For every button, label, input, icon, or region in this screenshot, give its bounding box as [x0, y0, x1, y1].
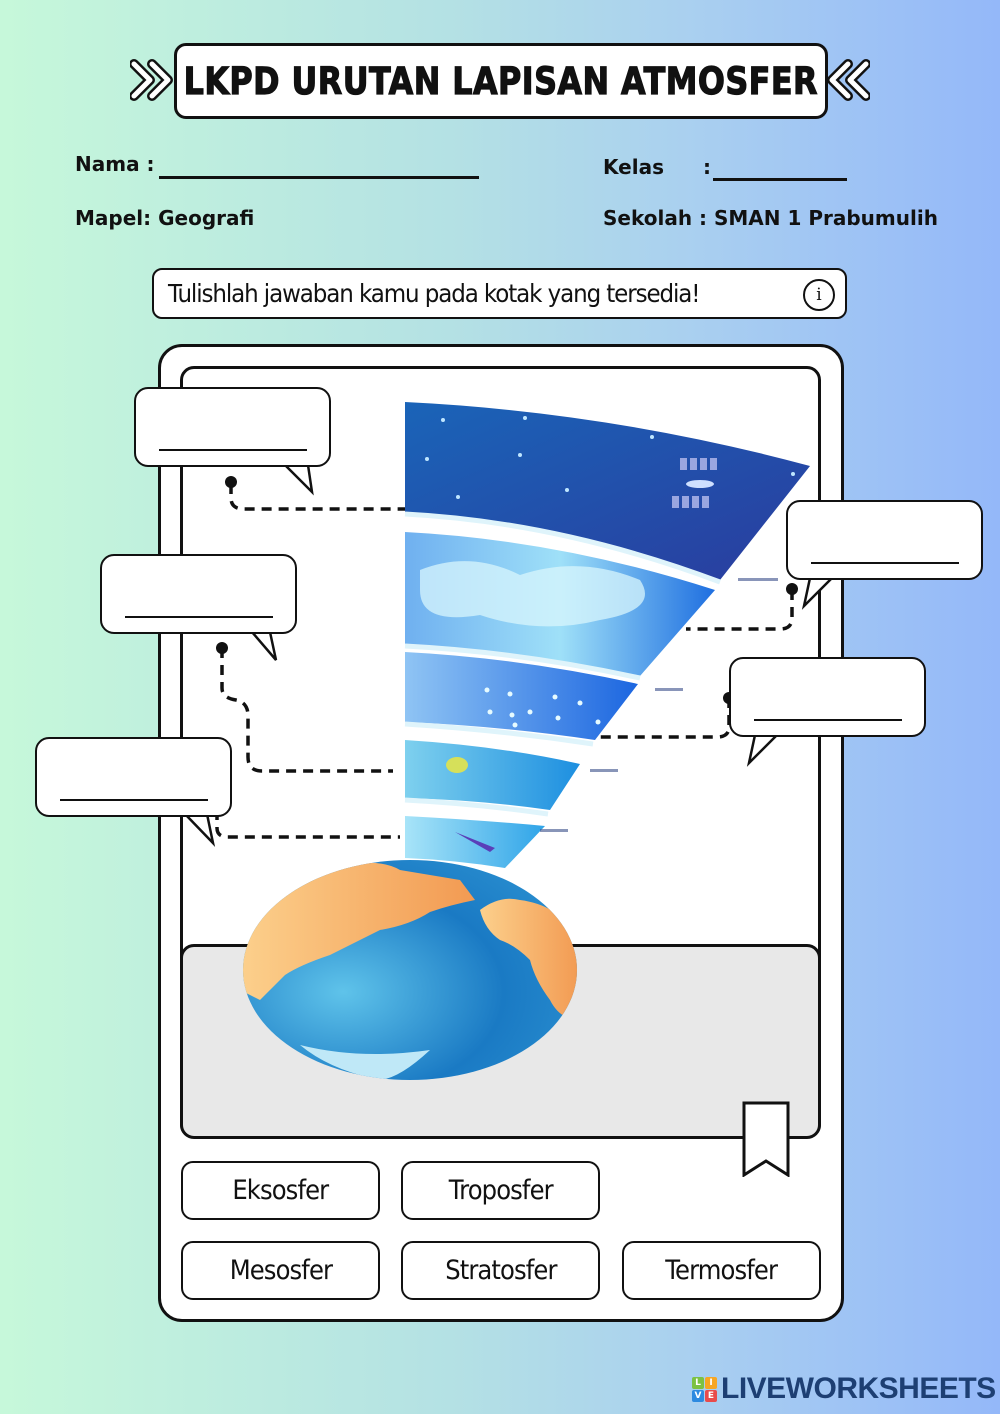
liveworksheets-brand[interactable]: L I V E LIVEWORKSHEETS: [692, 1372, 996, 1406]
nama-label: Nama :: [75, 152, 155, 176]
double-chevron-left-icon: [816, 58, 871, 102]
word-chip-troposfer[interactable]: Troposfer: [401, 1161, 600, 1220]
answer-bubble-left-3: [35, 737, 232, 817]
answer-bubble-right-1: [786, 500, 983, 580]
bookmark-icon: [742, 1101, 790, 1177]
word-chip-mesosfer[interactable]: Mesosfer: [181, 1241, 380, 1300]
double-chevron-right-icon: [129, 58, 184, 102]
sekolah-label: Sekolah : SMAN 1 Prabumulih: [603, 206, 938, 230]
answer-input-left-1[interactable]: [159, 427, 307, 451]
kelas-field[interactable]: [713, 178, 847, 181]
answer-input-right-1[interactable]: [811, 540, 959, 564]
title-banner: LKPD URUTAN LAPISAN ATMOSFER: [174, 43, 828, 119]
answer-bubble-left-1: [134, 387, 331, 467]
word-chip-stratosfer[interactable]: Stratosfer: [401, 1241, 600, 1300]
kelas-label: Kelas: [603, 155, 664, 179]
info-icon[interactable]: i: [803, 279, 835, 311]
answer-bubble-left-2: [100, 554, 297, 634]
kelas-colon: :: [703, 155, 711, 179]
instruction-box: Tulishlah jawaban kamu pada kotak yang t…: [152, 268, 847, 319]
page-title: LKPD URUTAN LAPISAN ATMOSFER: [183, 59, 819, 103]
word-chip-termosfer[interactable]: Termosfer: [622, 1241, 821, 1300]
nama-field[interactable]: [159, 176, 479, 179]
instruction-text: Tulishlah jawaban kamu pada kotak yang t…: [168, 279, 701, 308]
grey-base-panel: [180, 944, 821, 1139]
answer-input-left-2[interactable]: [125, 594, 273, 618]
answer-input-left-3[interactable]: [60, 777, 208, 801]
mapel-label: Mapel: Geografi: [75, 206, 255, 230]
answer-input-right-2[interactable]: [754, 697, 902, 721]
word-chip-eksosfer[interactable]: Eksosfer: [181, 1161, 380, 1220]
liveworksheets-logo-icon: L I V E: [692, 1376, 717, 1402]
answer-bubble-right-2: [729, 657, 926, 737]
brand-text: LIVEWORKSHEETS: [721, 1372, 996, 1405]
